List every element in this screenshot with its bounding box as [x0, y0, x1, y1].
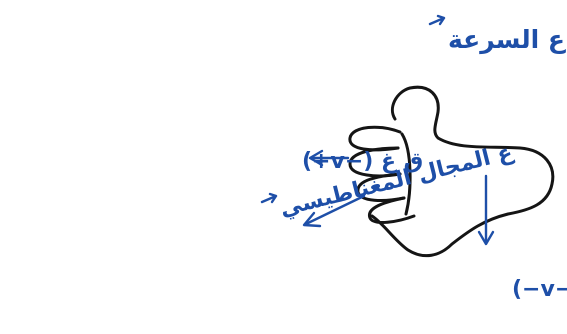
- finger-crease: [400, 132, 412, 216]
- force-negative-label: ق غ (−v−): [512, 277, 567, 302]
- finger-3: [356, 172, 406, 202]
- finger-1: [348, 125, 402, 152]
- force-positive-label: ق غ (−v+): [302, 149, 423, 174]
- finger-4: [368, 196, 416, 224]
- magnetic-field-arrow: [304, 194, 366, 226]
- velocity-vector-mark: [428, 14, 446, 26]
- field-vector-mark: [260, 192, 278, 204]
- force-positive-arrowhead: [308, 149, 324, 167]
- force-negative-arrowhead: [477, 230, 495, 246]
- velocity-label: ع السرعة: [448, 25, 566, 55]
- magnetic-field-arrowhead: [302, 211, 322, 228]
- hand-outline: [370, 85, 555, 258]
